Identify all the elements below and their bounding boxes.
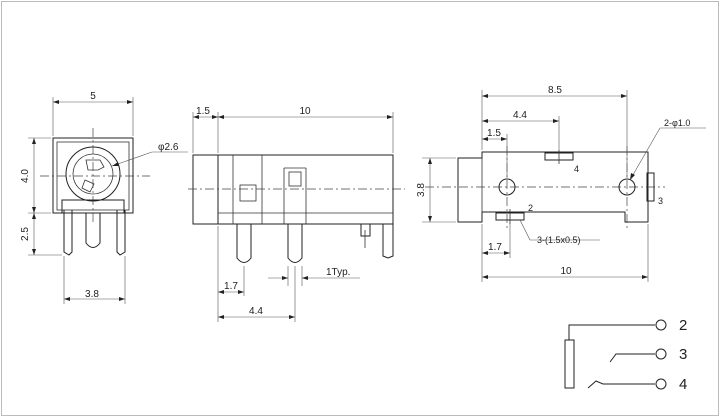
arrow (428, 158, 432, 164)
side-pin-spacing-dim: 4.4 (249, 306, 263, 317)
arrow (218, 290, 224, 294)
arrow (193, 115, 199, 119)
front-pin-right (116, 210, 126, 256)
mount-hole-1 (498, 178, 516, 196)
schematic-pin-2: 2 (679, 317, 687, 334)
arrow (553, 119, 559, 123)
front-hole-dim: φ2.6 (158, 142, 179, 153)
pad-label-4: 4 (574, 164, 579, 174)
arrow (238, 290, 244, 294)
schematic-terminal-3 (655, 348, 667, 360)
side-pin-width-dim: 1Typ. (326, 267, 350, 278)
front-width-dim: 5 (90, 91, 96, 102)
bottom-mid-dim: 4.4 (513, 110, 527, 121)
front-base (61, 199, 125, 214)
side-contact-block (239, 184, 257, 202)
arrow (428, 216, 432, 222)
front-height-dim: 4.0 (20, 169, 31, 183)
pad-3 (646, 172, 655, 202)
side-contact-cap (288, 171, 302, 187)
pad-size-leader (519, 219, 531, 241)
front-view: 5 4.0 2.5 3.8 φ2.6 (20, 91, 188, 304)
side-contact-slot (283, 167, 307, 224)
schematic: 2 3 4 (564, 317, 687, 393)
schematic-wire-4 (587, 380, 655, 389)
arrow (218, 315, 224, 319)
side-pin-3 (360, 223, 371, 237)
arrow (32, 207, 36, 213)
arrow (482, 275, 488, 279)
arrow (482, 251, 488, 255)
arrow (621, 94, 627, 98)
front-pin-spacing-dim: 3.8 (85, 289, 99, 300)
arrow (127, 100, 133, 104)
arrow (53, 100, 59, 104)
arrow (112, 162, 119, 166)
side-view: 1.5 10 1.7 4.4 1Typ. (188, 106, 405, 322)
arrow (119, 297, 125, 301)
mount-hole-2 (618, 178, 636, 196)
side-pin-2 (287, 224, 303, 263)
front-pin-left (63, 210, 73, 256)
arrow (218, 115, 224, 119)
arrow (32, 249, 36, 255)
arrow (32, 213, 36, 219)
arrow (482, 137, 488, 141)
arrow (482, 94, 488, 98)
arrow (504, 251, 510, 255)
schematic-terminal-4 (655, 378, 667, 390)
hole-leader (111, 151, 153, 167)
arrow (630, 173, 635, 180)
schematic-terminal-2 (655, 319, 667, 331)
arrow (64, 297, 70, 301)
side-offset-dim: 1.5 (196, 106, 210, 117)
bottom-small-dim: 1.5 (487, 128, 501, 139)
bottom-pad-size-label: 3-(1.5x0.5) (537, 235, 581, 245)
bottom-outline (457, 151, 649, 223)
schematic-wire-3 (609, 353, 655, 363)
side-pin-1 (236, 224, 252, 263)
schematic-pin-3: 3 (679, 346, 687, 363)
arrow (289, 315, 295, 319)
bottom-height-dim: 3.8 (416, 183, 427, 197)
arrow (482, 119, 488, 123)
side-nose (192, 154, 219, 225)
schematic-wire-2 (568, 324, 655, 340)
bottom-offset-dim: 1.7 (488, 242, 502, 253)
schematic-pin-4: 4 (679, 376, 687, 393)
contact-upper (85, 159, 105, 171)
arrow (32, 138, 36, 144)
side-length-dim: 10 (299, 106, 311, 117)
front-pin-center (85, 213, 101, 248)
side-pin-offset-dim: 1.7 (224, 281, 238, 292)
arrow (302, 276, 308, 280)
pad-label-3: 3 (658, 196, 663, 206)
schematic-sleeve (564, 339, 575, 389)
bottom-view: 4 2 3 2-φ1.0 3-(1.5x0.5) 8.5 4.4 1.5 (416, 85, 706, 282)
front-pin-height-dim: 2.5 (20, 227, 31, 241)
side-body (217, 154, 394, 225)
hole-leader (629, 127, 661, 181)
bottom-length-dim: 10 (560, 266, 572, 277)
side-pin-4 (382, 224, 394, 259)
arrow (501, 137, 507, 141)
contact-lower (81, 179, 95, 193)
arrow (387, 115, 393, 119)
arrow (642, 275, 648, 279)
bottom-hole-label: 2-φ1.0 (664, 118, 690, 128)
bottom-top-dim: 8.5 (548, 85, 562, 96)
pad-label-2: 2 (528, 203, 533, 213)
arrow (282, 276, 288, 280)
arrow (212, 115, 218, 119)
